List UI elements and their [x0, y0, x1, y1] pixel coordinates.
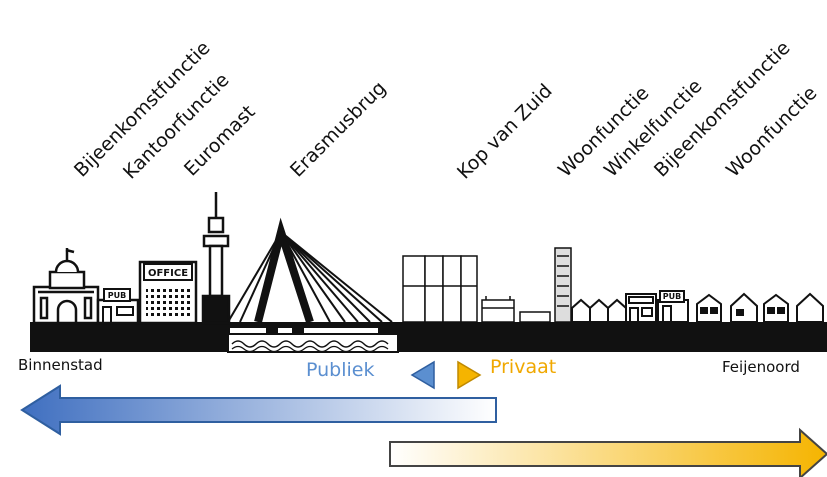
place-feijenoord: Feijenoord	[722, 358, 800, 376]
pub-sign-left: PUB	[108, 291, 126, 300]
houses-right	[696, 292, 824, 323]
de-rotterdam-towers	[402, 255, 478, 323]
station-building	[481, 296, 515, 323]
public-triangle-marker	[410, 360, 435, 390]
river-water	[227, 333, 399, 353]
pub-building-left: PUB	[96, 288, 140, 325]
city-hall-building	[32, 248, 100, 325]
private-arrow	[389, 427, 827, 477]
label-erasmusbrug: Erasmusbrug	[286, 77, 391, 182]
pub-building-right: PUB	[657, 290, 689, 323]
euromast-tower	[201, 192, 231, 325]
private-triangle-marker	[457, 360, 482, 390]
kop-van-zuid-tower	[519, 247, 572, 323]
label-kop-van-zuid: Kop van Zuid	[453, 80, 557, 184]
row-houses	[571, 298, 627, 323]
quay-left	[30, 322, 230, 352]
label-privaat: Privaat	[490, 356, 556, 378]
office-sign: OFFICE	[148, 268, 188, 279]
quay-right	[397, 322, 827, 352]
shop-building	[625, 293, 657, 323]
office-building: OFFICE	[138, 260, 198, 325]
bridge-deck	[228, 322, 398, 328]
ground	[30, 322, 827, 353]
river-waves	[231, 340, 389, 348]
place-binnenstad: Binnenstad	[18, 356, 103, 374]
erasmus-bridge	[227, 217, 393, 324]
pub-sign-right: PUB	[663, 292, 681, 301]
function-labels: Bijeenkomstfunctie Kantoorfunctie Euroma…	[70, 37, 821, 184]
public-arrow	[20, 384, 497, 436]
label-publiek: Publiek	[306, 359, 374, 381]
